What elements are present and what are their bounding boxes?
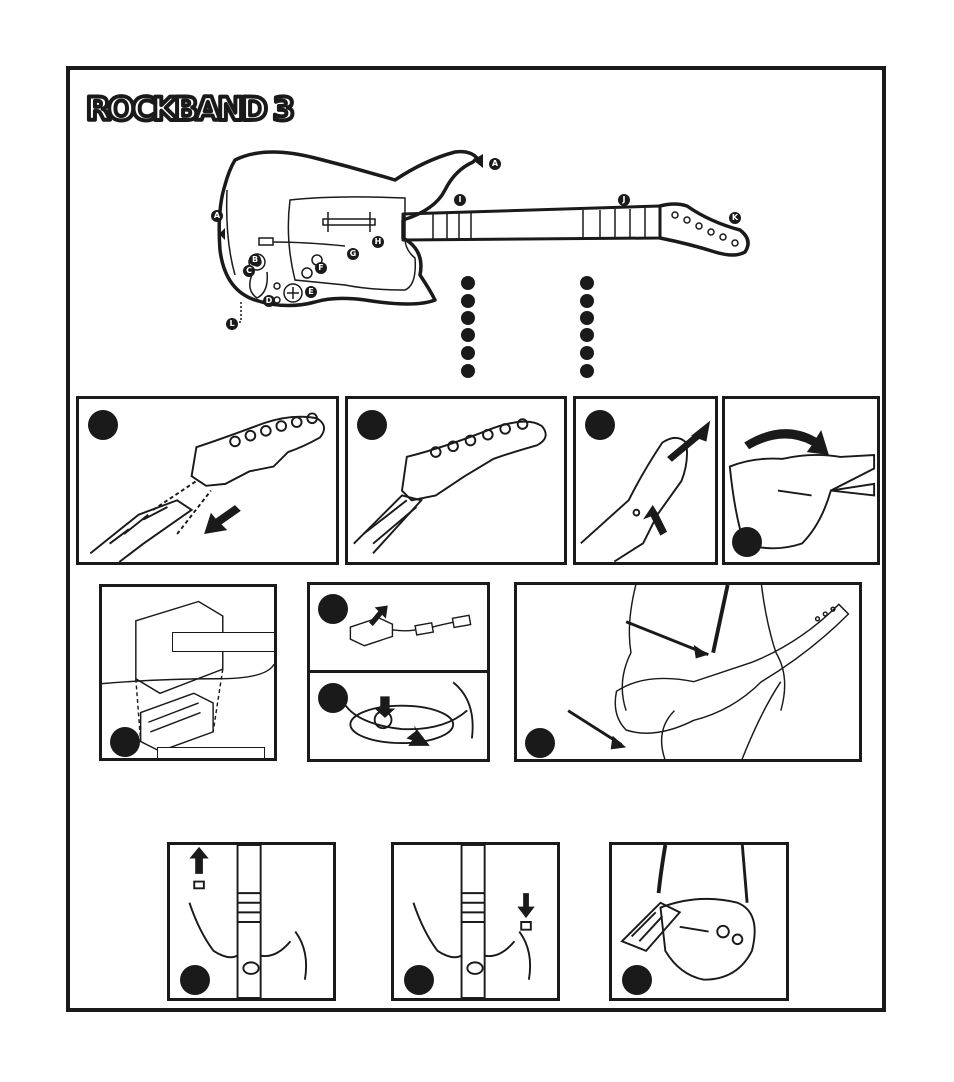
step-marker (732, 527, 762, 557)
rockband3-logo: ROCKBAND 3 ROCKBAND 3 (84, 86, 299, 130)
step-marker (525, 728, 555, 758)
panel-strap-peg-insert (391, 842, 560, 1001)
label-i: I (454, 194, 466, 206)
label-d: D (263, 295, 275, 307)
label-c: C (243, 265, 255, 277)
step-marker (110, 727, 140, 757)
step-marker (585, 410, 615, 440)
step-marker (88, 410, 118, 440)
step-marker (318, 594, 348, 624)
callout-box-top (172, 632, 276, 652)
panel-usb-dongle (307, 582, 490, 673)
step-marker (357, 410, 387, 440)
callout-box-bottom (157, 747, 265, 761)
label-l: L (226, 318, 238, 330)
panel-cable-clip (307, 670, 490, 762)
step-marker (318, 683, 348, 713)
panel-strap-button (573, 396, 718, 565)
label-g: G (347, 248, 359, 260)
label-a-top: A (489, 158, 501, 170)
label-k: K (729, 212, 741, 224)
panel-flip-guitar (722, 396, 880, 565)
step-marker (404, 965, 434, 995)
panel-neck-remove (76, 396, 339, 565)
step-marker (180, 965, 210, 995)
label-a-side: A (211, 210, 223, 222)
label-h: H (372, 236, 384, 248)
label-j: J (618, 194, 630, 206)
label-f: F (315, 262, 327, 274)
guitar-diagram (205, 140, 765, 380)
player-strap-icon (517, 585, 859, 759)
step-marker (622, 965, 652, 995)
panel-battery-compartment (99, 584, 277, 761)
panel-player-strap (514, 582, 862, 762)
panel-strap-attached (609, 842, 789, 1001)
panel-neck-attached (345, 396, 567, 565)
label-e: E (305, 286, 317, 298)
panel-strap-peg-remove (167, 842, 336, 1001)
